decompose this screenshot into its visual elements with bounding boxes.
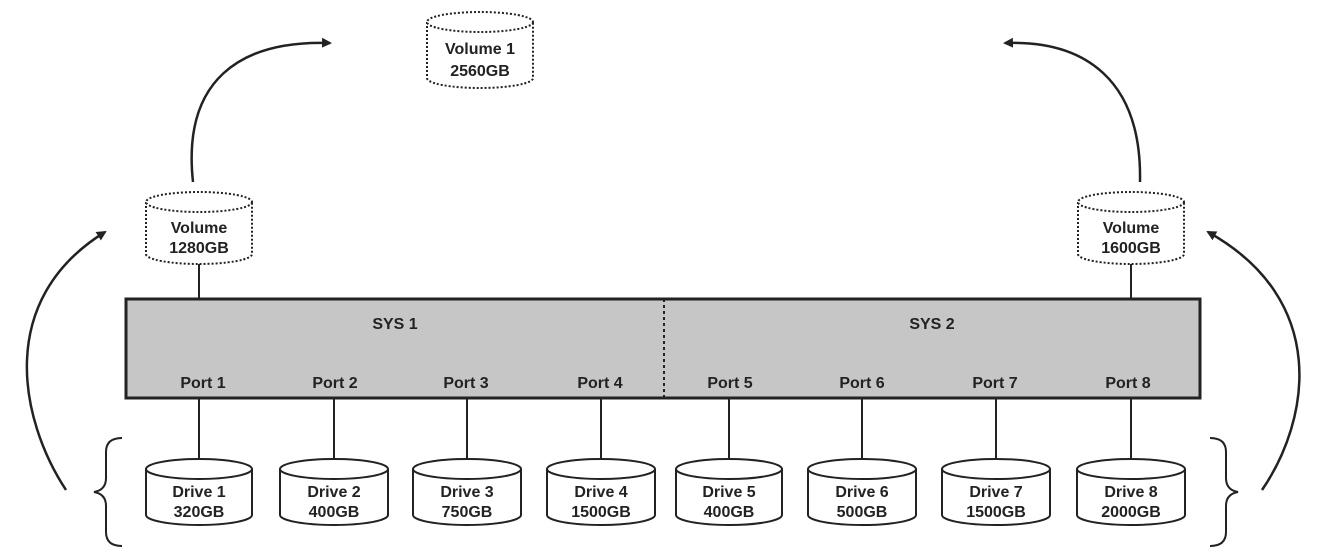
drive-4: Drive 4 1500GB bbox=[546, 458, 656, 526]
drive-4-size: 1500GB bbox=[571, 504, 631, 521]
drive-1-size: 320GB bbox=[174, 504, 225, 521]
drive-6: Drive 6 500GB bbox=[807, 458, 917, 526]
volume-total-size: 2560GB bbox=[450, 63, 510, 80]
arrow-right-upper bbox=[1003, 37, 1142, 183]
port-labels: Port 1 Port 2 Port 3 Port 4 Port 5 Port … bbox=[180, 375, 1150, 392]
drive-1: Drive 1 320GB bbox=[145, 458, 253, 526]
volume-left: Volume 1280GB bbox=[145, 191, 253, 299]
port-1-label: Port 1 bbox=[180, 375, 225, 392]
drive-1-name: Drive 1 bbox=[172, 484, 225, 501]
volume-total: Volume 1 2560GB bbox=[426, 11, 534, 89]
port-4-label: Port 4 bbox=[577, 375, 622, 392]
port-5-label: Port 5 bbox=[707, 375, 752, 392]
sys-2-label: SYS 2 bbox=[909, 316, 954, 333]
port-8-label: Port 8 bbox=[1105, 375, 1150, 392]
left-brace bbox=[93, 437, 123, 547]
volume-total-name: Volume 1 bbox=[445, 41, 515, 58]
arrow-left-lower bbox=[25, 230, 107, 491]
arrow-right-lower bbox=[1206, 230, 1301, 491]
drive-8: Drive 8 2000GB bbox=[1076, 458, 1186, 526]
arrow-left-upper bbox=[190, 37, 332, 183]
drive-3: Drive 3 750GB bbox=[412, 458, 522, 526]
drive-5-size: 400GB bbox=[704, 504, 755, 521]
drive-2: Drive 2 400GB bbox=[279, 458, 389, 526]
drive-7-name: Drive 7 bbox=[969, 484, 1022, 501]
drive-2-size: 400GB bbox=[309, 504, 360, 521]
drive-5: Drive 5 400GB bbox=[675, 458, 783, 526]
volume-right-size: 1600GB bbox=[1101, 240, 1161, 257]
drive-5-name: Drive 5 bbox=[702, 484, 755, 501]
port-6-label: Port 6 bbox=[839, 375, 884, 392]
volume-left-size: 1280GB bbox=[169, 240, 229, 257]
drive-3-size: 750GB bbox=[442, 504, 493, 521]
volume-right-name: Volume bbox=[1103, 220, 1160, 237]
right-brace bbox=[1209, 437, 1239, 547]
drive-7: Drive 7 1500GB bbox=[941, 458, 1051, 526]
volume-left-name: Volume bbox=[171, 220, 228, 237]
port-2-label: Port 2 bbox=[312, 375, 357, 392]
sys-1-label: SYS 1 bbox=[372, 316, 417, 333]
drive-6-size: 500GB bbox=[837, 504, 888, 521]
drive-connectors bbox=[198, 398, 1132, 460]
port-7-label: Port 7 bbox=[972, 375, 1017, 392]
drive-8-name: Drive 8 bbox=[1104, 484, 1157, 501]
drive-2-name: Drive 2 bbox=[307, 484, 360, 501]
drive-4-name: Drive 4 bbox=[574, 484, 627, 501]
volume-right: Volume 1600GB bbox=[1077, 191, 1185, 299]
drive-7-size: 1500GB bbox=[966, 504, 1026, 521]
drive-6-name: Drive 6 bbox=[835, 484, 888, 501]
port-3-label: Port 3 bbox=[443, 375, 488, 392]
drive-3-name: Drive 3 bbox=[440, 484, 493, 501]
drive-8-size: 2000GB bbox=[1101, 504, 1161, 521]
